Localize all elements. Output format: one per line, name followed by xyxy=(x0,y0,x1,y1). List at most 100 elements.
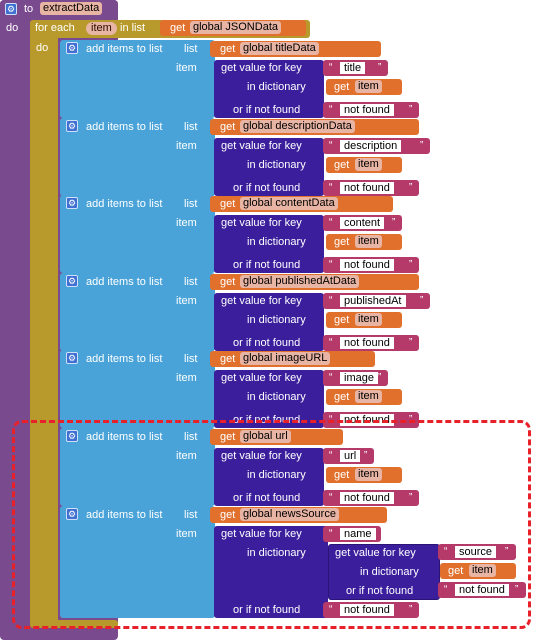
get-value-for-key-block[interactable] xyxy=(214,60,324,118)
dict-var-dropdown[interactable]: item xyxy=(355,313,382,326)
not-found-text-value[interactable]: not found xyxy=(340,259,394,271)
or-if-not-found-label: or if not found xyxy=(233,337,301,349)
foreach-do-label: do xyxy=(36,42,49,54)
dict-var-dropdown[interactable]: item xyxy=(355,468,382,481)
list-socket-label: list xyxy=(184,353,198,365)
key-close-quote: ” xyxy=(364,450,368,461)
in-dictionary-label: in dictionary xyxy=(247,236,306,248)
or-if-not-found-label: or if not found xyxy=(233,604,301,616)
key-text-value[interactable]: title xyxy=(340,62,366,74)
get-value-for-key-block[interactable] xyxy=(214,370,324,428)
key-text-value[interactable]: content xyxy=(340,217,385,229)
add-items-mutator-gear-icon[interactable]: ⚙ xyxy=(66,197,78,209)
get-value-for-key-label: get value for key xyxy=(221,528,302,540)
foreach-in-list-label: in list xyxy=(120,22,146,34)
get-value-for-key-block[interactable] xyxy=(214,138,324,196)
add-items-mutator-gear-icon[interactable]: ⚙ xyxy=(66,120,78,132)
list-var-dropdown[interactable]: global imageURL xyxy=(240,352,331,365)
key-close-quote: ” xyxy=(420,140,424,151)
add-items-block[interactable] xyxy=(60,350,215,428)
not-found-close-quote: ” xyxy=(409,492,413,503)
list-var-dropdown[interactable]: global titleData xyxy=(240,42,319,55)
not-found-close-quote: ” xyxy=(409,604,413,615)
get-value-for-key-label: get value for key xyxy=(221,372,302,384)
not-found-open-quote: “ xyxy=(329,259,333,270)
foreach-get-label: get xyxy=(170,22,186,34)
dict-var-dropdown[interactable]: item xyxy=(355,390,382,403)
key-open-quote: “ xyxy=(329,140,333,151)
list-var-dropdown[interactable]: global descriptionData xyxy=(240,120,355,133)
nested-get-value-for-key-block[interactable] xyxy=(328,544,440,600)
add-items-block[interactable] xyxy=(60,40,215,118)
add-items-block[interactable] xyxy=(60,273,215,351)
not-found-text-value[interactable]: not found xyxy=(340,492,394,504)
add-items-mutator-gear-icon[interactable]: ⚙ xyxy=(66,42,78,54)
item-socket-label: item xyxy=(176,295,197,307)
dict-var-dropdown[interactable]: item xyxy=(355,158,382,171)
key-open-quote: “ xyxy=(329,295,333,306)
not-found-text-value[interactable]: not found xyxy=(340,604,394,616)
list-socket-label: list xyxy=(184,121,198,133)
list-get-label: get xyxy=(220,198,236,210)
key-close-quote: ” xyxy=(371,528,375,539)
list-var-dropdown[interactable]: global publishedAtData xyxy=(240,275,360,288)
not-found-close-quote: ” xyxy=(409,414,413,425)
get-value-for-key-block[interactable] xyxy=(214,215,324,273)
key-text-value[interactable]: image xyxy=(340,372,378,384)
item-socket-label: item xyxy=(176,528,197,540)
nested-key-close-quote: ” xyxy=(505,546,509,557)
in-dictionary-label: in dictionary xyxy=(247,547,306,559)
in-dictionary-label: in dictionary xyxy=(247,314,306,326)
or-if-not-found-label: or if not found xyxy=(233,259,301,271)
not-found-open-quote: “ xyxy=(329,104,333,115)
get-value-for-key-label: get value for key xyxy=(221,140,302,152)
procedure-name-field[interactable]: extractData xyxy=(40,2,103,15)
in-dictionary-label: in dictionary xyxy=(247,159,306,171)
not-found-text-value[interactable]: not found xyxy=(340,104,394,116)
add-items-label: add items to list xyxy=(86,509,163,521)
dict-var-dropdown[interactable]: item xyxy=(355,80,382,93)
list-var-dropdown[interactable]: global newsSource xyxy=(240,508,339,521)
not-found-close-quote: ” xyxy=(409,337,413,348)
not-found-text-value[interactable]: not found xyxy=(340,337,394,349)
key-text-value[interactable]: publishedAt xyxy=(340,295,406,307)
get-value-for-key-label: get value for key xyxy=(221,62,302,74)
add-items-mutator-gear-icon[interactable]: ⚙ xyxy=(66,352,78,364)
add-items-label: add items to list xyxy=(86,121,163,133)
key-text-value[interactable]: description xyxy=(340,140,402,152)
add-items-block[interactable] xyxy=(60,506,215,618)
get-value-for-key-block[interactable] xyxy=(214,293,324,351)
not-found-text-value[interactable]: not found xyxy=(340,182,394,194)
add-items-block[interactable] xyxy=(60,428,215,506)
get-value-for-key-block[interactable] xyxy=(214,448,324,506)
add-items-label: add items to list xyxy=(86,353,163,365)
procedure-do-label: do xyxy=(6,22,19,34)
key-open-quote: “ xyxy=(329,217,333,228)
key-text-value[interactable]: url xyxy=(340,450,361,462)
nested-in-dictionary-label: in dictionary xyxy=(360,566,419,578)
list-var-dropdown[interactable]: global url xyxy=(240,430,291,443)
key-text-value[interactable]: name xyxy=(340,528,376,540)
get-value-for-key-label: get value for key xyxy=(221,450,302,462)
dict-var-dropdown[interactable]: item xyxy=(355,235,382,248)
foreach-item-var[interactable]: item xyxy=(86,22,117,35)
add-items-mutator-gear-icon[interactable]: ⚙ xyxy=(66,508,78,520)
add-items-mutator-gear-icon[interactable]: ⚙ xyxy=(66,430,78,442)
list-var-dropdown[interactable]: global contentData xyxy=(240,197,338,210)
add-items-block[interactable] xyxy=(60,118,215,196)
procedure-mutator-gear-icon[interactable]: ⚙ xyxy=(5,3,17,15)
or-if-not-found-label: or if not found xyxy=(233,492,301,504)
foreach-body xyxy=(30,20,58,625)
key-close-quote: ” xyxy=(378,62,382,73)
nested-key-text-value[interactable]: source xyxy=(455,546,497,558)
dict-get-label: get xyxy=(334,81,350,93)
get-value-for-key-block[interactable] xyxy=(214,526,328,618)
nested-not-found-text-value[interactable]: not found xyxy=(455,584,509,596)
add-items-mutator-gear-icon[interactable]: ⚙ xyxy=(66,275,78,287)
item-socket-label: item xyxy=(176,62,197,74)
nested-dict-var-dropdown[interactable]: item xyxy=(469,564,496,577)
not-found-open-quote: “ xyxy=(329,182,333,193)
foreach-list-var[interactable]: global JSONData xyxy=(190,21,281,34)
add-items-block[interactable] xyxy=(60,195,215,273)
nested-get-value-for-key-label: get value for key xyxy=(335,547,416,559)
